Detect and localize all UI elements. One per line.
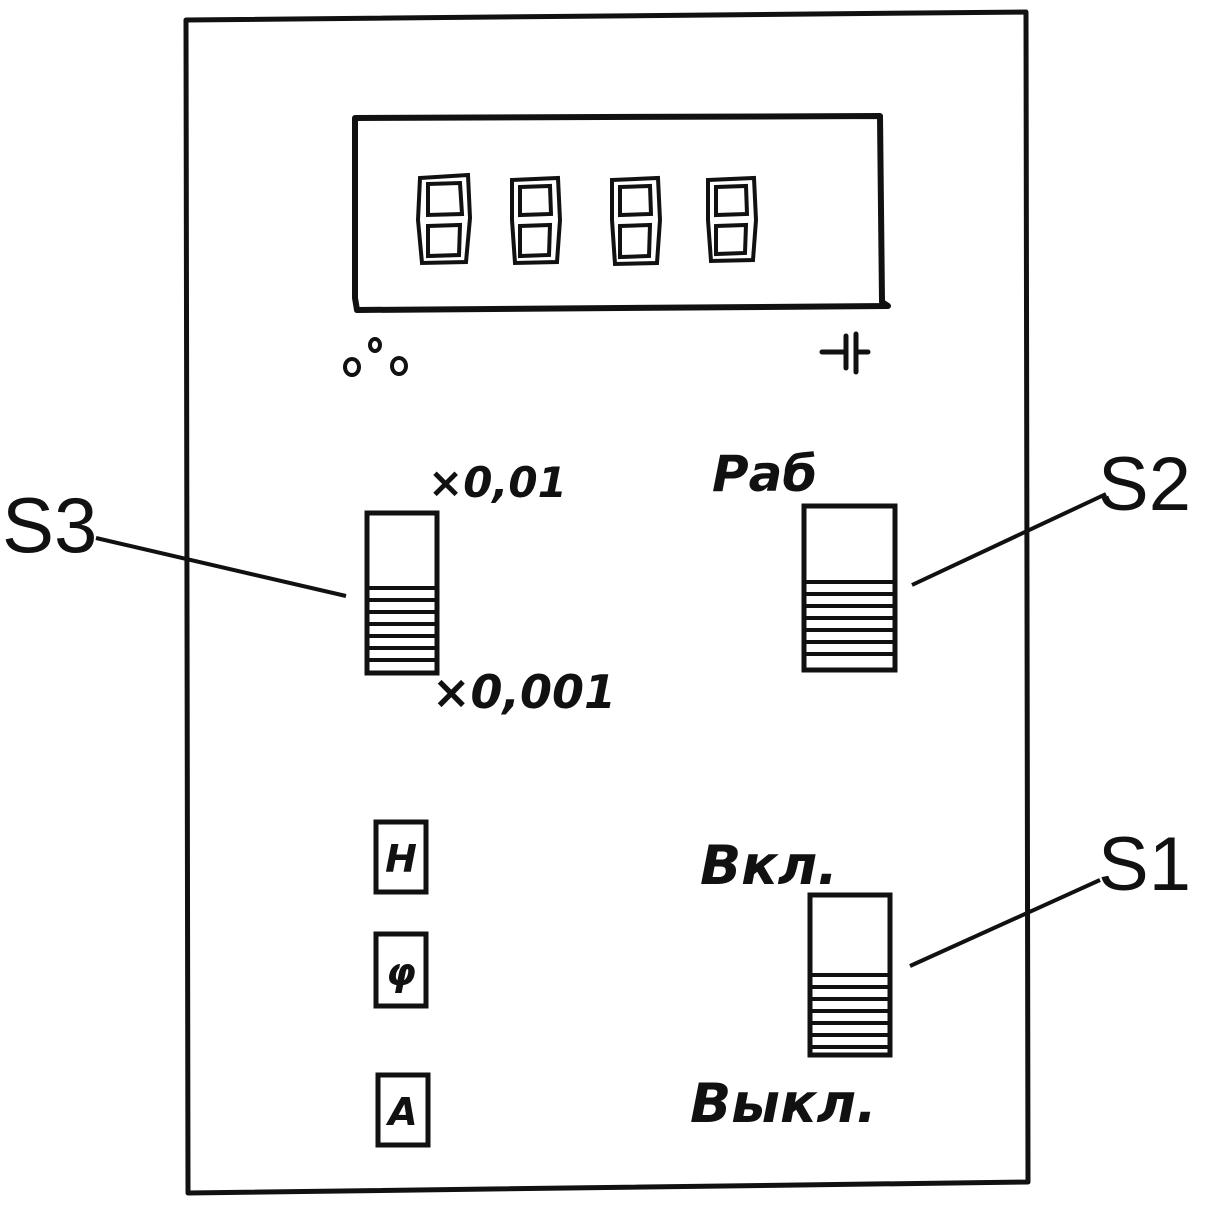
mode-button-a[interactable]: A [375,1072,431,1148]
s2-callout: S2 [1098,442,1191,527]
s3-lower-label: ×0,001 [432,665,616,719]
mode-button-h[interactable]: H [373,819,429,895]
digit-1 [415,172,473,266]
s3-callout: S3 [2,481,97,569]
s1-lower-label: Выкл. [690,1072,877,1135]
percent-degree-indicator [343,337,408,377]
s3-leader-line [95,536,347,598]
s3-upper-label: ×0,01 [428,458,567,507]
digit-3-value: 8 [636,217,644,234]
capacitor-icon [819,331,871,375]
digit-2 [510,175,563,266]
s1-upper-label: Вкл. [700,834,838,897]
seven-segment-digits [415,172,759,267]
s1-leader-line [909,878,1101,968]
switch-s2[interactable] [801,503,898,673]
s2-upper-label: Раб [712,445,817,503]
mode-button-a-label: A [385,1090,417,1134]
digit-1-value: 8 [444,217,452,234]
display-window [352,113,891,313]
mode-button-phi[interactable]: φ [373,931,429,1009]
digit-4 [706,175,759,264]
s2-leader-line [911,492,1107,587]
digit-3 [610,175,663,267]
digit-2-value: 8 [536,217,544,234]
digit-4-value: 8 [732,217,740,234]
s1-callout: S1 [1098,822,1191,907]
switch-s3[interactable] [364,510,440,676]
switch-s1[interactable] [807,892,893,1058]
panel-outline [183,9,1031,1196]
mode-button-phi-label: φ [386,950,416,994]
mode-button-h-label: H [385,837,417,881]
